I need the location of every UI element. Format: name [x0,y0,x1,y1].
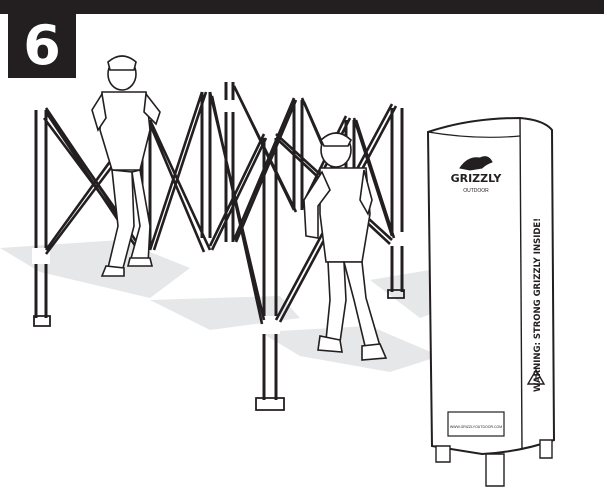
bag-warning-text: WARNING: STRONG GRIZZLY INSIDE! [533,218,543,392]
bag-label-text: WWW.GRIZZLYOUTDOOR.COM [450,425,502,429]
bag-label-panel [448,412,504,436]
floor-shadows [0,240,470,372]
bag-brand-sub: OUTDOOR [463,188,489,194]
bag-brand: GRIZZLY [451,172,503,185]
storage-bag: GRIZZLY OUTDOOR WARNING: STRONG GRIZZLY … [428,118,554,486]
